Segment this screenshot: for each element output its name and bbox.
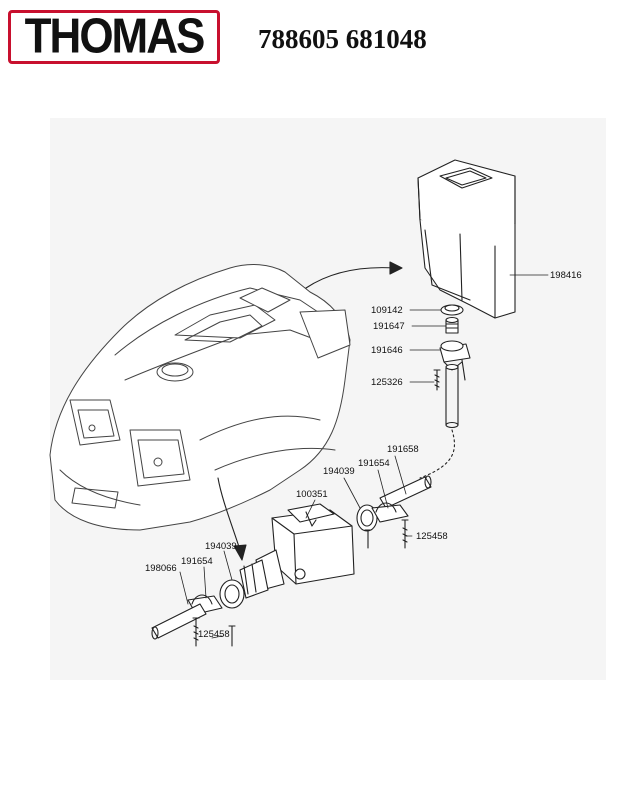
label-125458-left: 125458 xyxy=(198,629,230,640)
label-191647: 191647 xyxy=(373,321,405,332)
label-100351: 100351 xyxy=(296,489,328,500)
label-191654-right: 191654 xyxy=(358,458,390,469)
clamp-191654-right xyxy=(371,502,409,523)
valve-spring-191647 xyxy=(445,316,459,334)
thomas-logo: THOMAS xyxy=(8,10,220,64)
screw-125326 xyxy=(433,369,441,391)
label-125326: 125326 xyxy=(371,377,403,388)
screws-125458-left xyxy=(192,617,236,647)
brand-wordmark: THOMAS xyxy=(24,9,206,64)
seal-ring-109142 xyxy=(440,304,464,316)
label-194039-left: 194039 xyxy=(205,541,237,552)
arrow-to-tank xyxy=(305,261,403,289)
arrow-to-pump xyxy=(217,477,247,561)
vertical-hose xyxy=(445,363,459,429)
label-194039-right: 194039 xyxy=(323,466,355,477)
label-191646: 191646 xyxy=(371,345,403,356)
water-tank xyxy=(417,159,516,319)
hose-connection-dashed xyxy=(419,429,455,479)
label-109142: 109142 xyxy=(371,305,403,316)
hose-198066 xyxy=(151,603,207,640)
leader-lines xyxy=(179,274,549,639)
machine-body xyxy=(49,264,351,531)
grommet-194039-right xyxy=(356,504,378,532)
pump-100351 xyxy=(239,503,355,599)
label-198066: 198066 xyxy=(145,563,177,574)
screws-125458-right xyxy=(364,519,409,549)
label-191658: 191658 xyxy=(387,444,419,455)
label-125458-right: 125458 xyxy=(416,531,448,542)
document-number: 788605 681048 xyxy=(258,24,427,54)
valve-housing-191646 xyxy=(439,340,471,381)
label-191654-left: 191654 xyxy=(181,556,213,567)
label-198416: 198416 xyxy=(550,270,582,281)
grommet-194039-left xyxy=(219,579,245,609)
